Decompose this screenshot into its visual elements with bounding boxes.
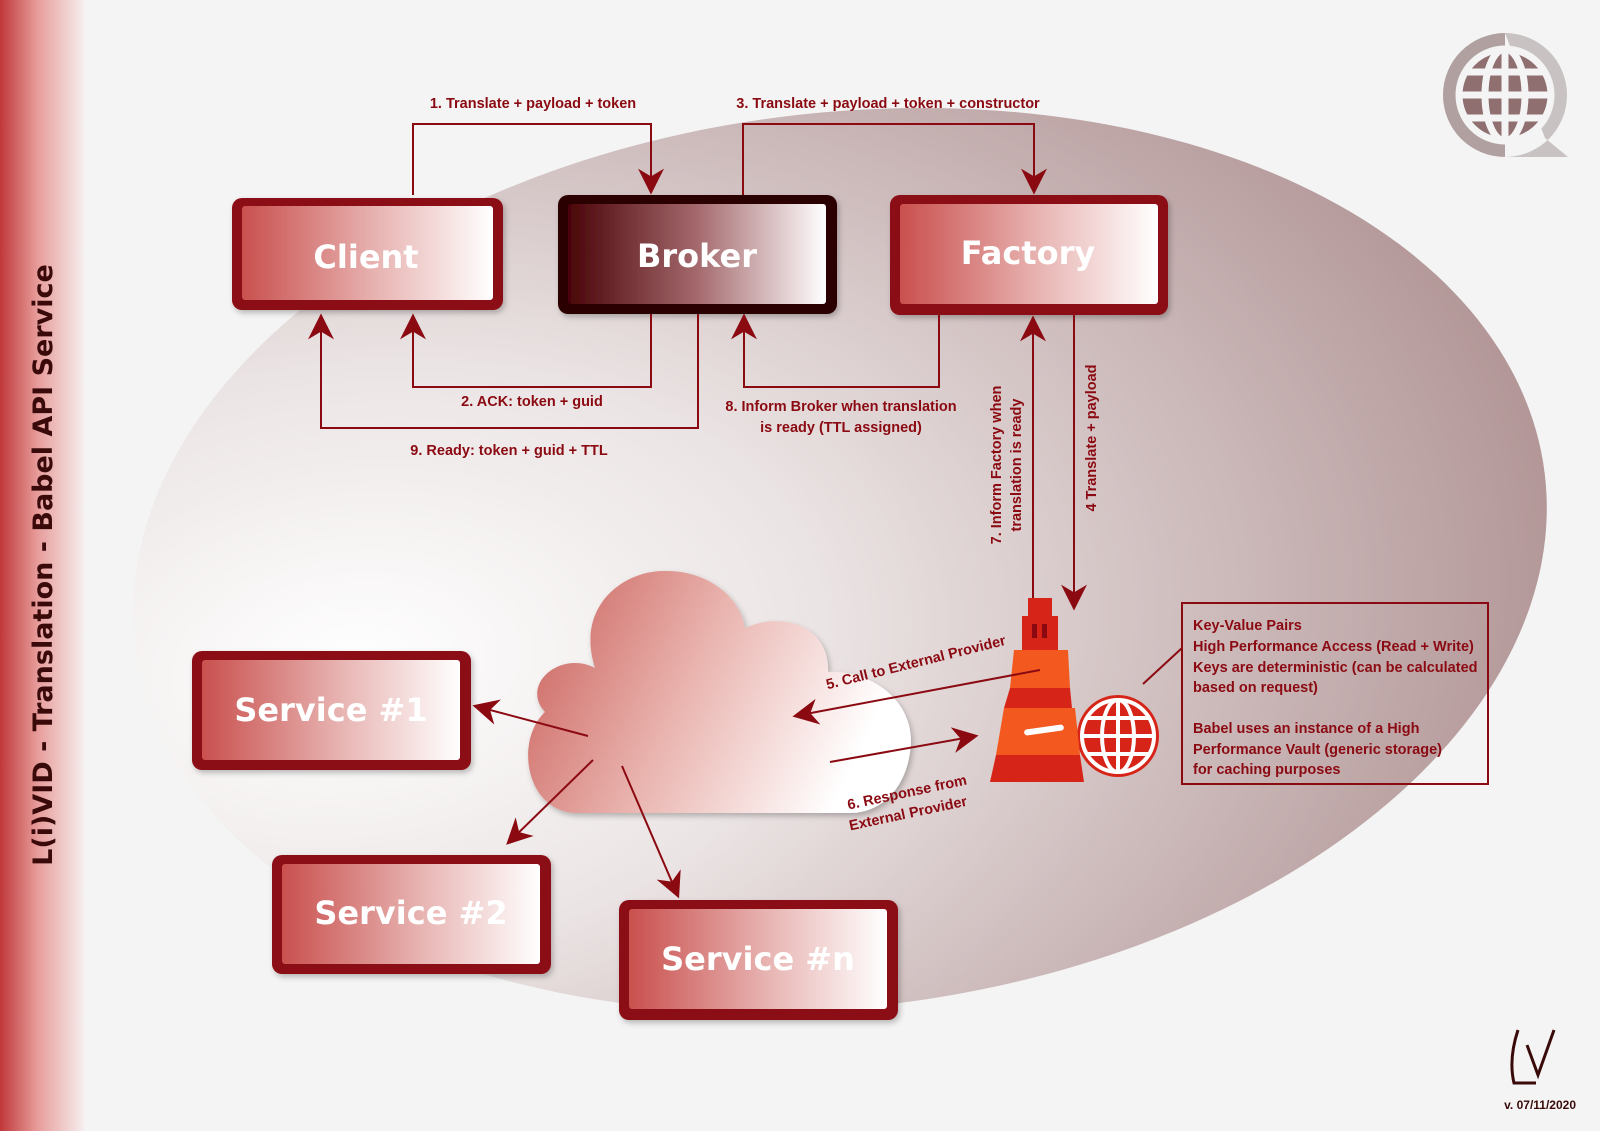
factory-label: Factory (961, 234, 1096, 272)
note-line-7: Performance Vault (generic storage) (1193, 742, 1442, 758)
label-step-9: 9. Ready: token + guid + TTL (410, 443, 608, 459)
label-step-2: 2. ACK: token + guid (461, 394, 603, 410)
background-ellipse (133, 107, 1547, 1013)
arrow-5-tower-to-cloud (792, 669, 1041, 725)
note-line-1: Key-Value Pairs (1193, 618, 1302, 634)
arrow-8-factory-to-broker (731, 313, 940, 388)
note-line-8: for caching purposes (1193, 762, 1340, 778)
label-step-8-line-1: 8. Inform Broker when translation (725, 399, 956, 415)
label-step-8-line-2: is ready (TTL assigned) (760, 420, 922, 436)
arrow-2-broker-to-client (400, 313, 652, 388)
broker-box: Broker (558, 195, 837, 314)
label-step-7-line-2: translation is ready (1009, 399, 1025, 532)
note-line-2: High Performance Access (Read + Write) (1193, 639, 1474, 655)
client-box: Client (232, 198, 503, 310)
note-line-3: Keys are deterministic (can be calculate… (1193, 660, 1478, 676)
globe-speech-icon (1443, 33, 1568, 157)
arrow-3-broker-to-factory (742, 123, 1047, 195)
factory-box: Factory (890, 195, 1168, 315)
version-label: v. 07/11/2020 (1504, 1098, 1576, 1112)
side-band (0, 0, 84, 1131)
arrow-cloud-to-service2 (506, 759, 594, 845)
service1-label: Service #1 (234, 691, 427, 729)
servicen-box: Service #n (619, 900, 898, 1020)
page-title: L(i)VID - Translation - Babel API Servic… (28, 264, 59, 866)
broker-label: Broker (637, 237, 757, 275)
arrow-cloud-to-service1 (472, 699, 589, 737)
signature-logo (1510, 1029, 1556, 1085)
service1-box: Service #1 (192, 651, 471, 770)
label-step-4: 4 Translate + payload (1084, 364, 1100, 511)
babel-tower-globe-icon (990, 598, 1159, 782)
label-step-7-line-1: 7. Inform Factory when (989, 386, 1005, 545)
arrow-1-client-to-broker (412, 123, 664, 195)
arrow-9-broker-to-client (308, 313, 699, 429)
label-step-3: 3. Translate + payload + token + constru… (736, 96, 1040, 112)
cloud-icon (528, 570, 911, 813)
client-label: Client (313, 238, 418, 276)
cache-note-box: Key-Value Pairs High Performance Access … (1142, 602, 1489, 785)
arrow-6-cloud-to-tower (829, 727, 979, 763)
note-pointer (1142, 647, 1183, 685)
note-line-6: Babel uses an instance of a High (1193, 721, 1419, 737)
servicen-label: Service #n (661, 940, 855, 978)
service2-box: Service #2 (272, 855, 551, 974)
service2-label: Service #2 (314, 894, 507, 932)
label-step-1: 1. Translate + payload + token (430, 96, 636, 112)
arrow-cloud-to-servicen (621, 765, 681, 899)
note-line-4: based on request) (1193, 680, 1318, 696)
